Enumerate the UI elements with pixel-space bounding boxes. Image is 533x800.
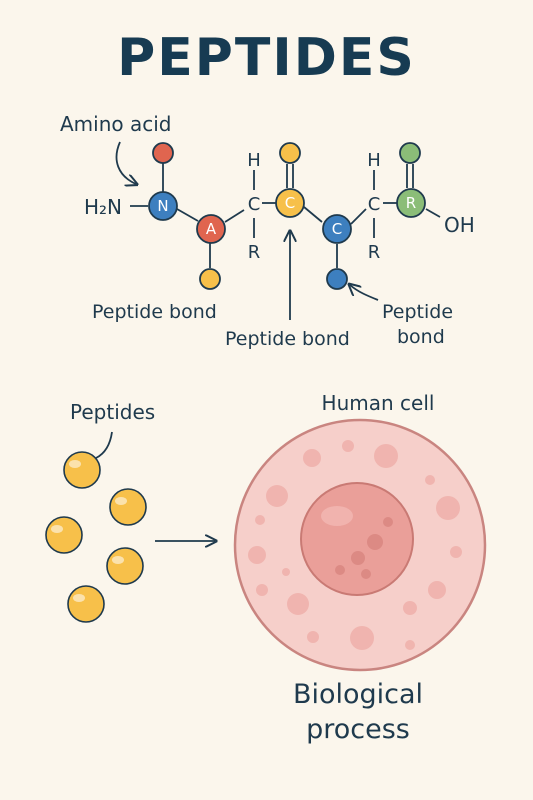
peptide-bond-arrow-right (350, 285, 379, 301)
peptide-bond-label-right-1: Peptide (382, 301, 453, 323)
human-cell-label: Human cell (322, 391, 435, 415)
h-label-1: H (247, 150, 261, 171)
oh-label: OH (444, 213, 475, 237)
oxygen-atom-green (399, 142, 421, 164)
c-label-1: C (248, 194, 261, 215)
side-atom-yellow (199, 268, 221, 290)
page-title: PEPTIDES (117, 28, 416, 88)
r-group-atom (396, 188, 426, 218)
peptides-pointer (95, 431, 113, 459)
atom-letter-c2: C (332, 220, 342, 238)
cell-vesicles (248, 440, 462, 650)
h-label-2: H (367, 150, 381, 171)
peptide-bond-label-right-2: bond (397, 326, 445, 348)
atom-letter-r: R (406, 194, 416, 212)
carbonyl-atom-c (275, 188, 305, 218)
peptide-molecules (45, 451, 147, 623)
atom-letter-c1: C (285, 194, 295, 212)
atom-letters: N A C C R (157, 194, 416, 238)
peptide-bond-label-left: Peptide bond (92, 301, 217, 323)
c-label-2: C (368, 194, 381, 215)
peptide-circle (67, 585, 105, 623)
human-cell (233, 418, 487, 672)
oxygen-atom-yellow (279, 142, 301, 164)
nitrogen-atom (148, 191, 178, 221)
process-label-line1: Biological (293, 679, 423, 710)
cell-nucleus (300, 482, 414, 596)
peptide-circle (45, 516, 83, 554)
atoms (148, 142, 426, 290)
peptides-label: Peptides (70, 400, 155, 424)
peptide-circle (106, 547, 144, 585)
r-label-1: R (248, 242, 261, 263)
peptide-circle (63, 451, 101, 489)
atom-letter-n: N (157, 197, 168, 215)
h2n-label: H₂N (84, 195, 122, 219)
atom-letter-a: A (206, 220, 217, 238)
process-label-line2: process (306, 714, 410, 745)
alpha-atom-a (196, 214, 226, 244)
peptide-circle (109, 488, 147, 526)
amino-acid-label: Amino acid (60, 112, 172, 136)
alpha-atom-c (322, 214, 352, 244)
nucleus-spots (335, 517, 393, 579)
side-atom-blue (326, 268, 348, 290)
r-label-2: R (368, 242, 381, 263)
molecule-bonds (130, 163, 441, 268)
oxygen-atom-red (152, 142, 174, 164)
peptide-bond-label-center: Peptide bond (225, 328, 350, 350)
amino-acid-arrow (115, 141, 136, 184)
